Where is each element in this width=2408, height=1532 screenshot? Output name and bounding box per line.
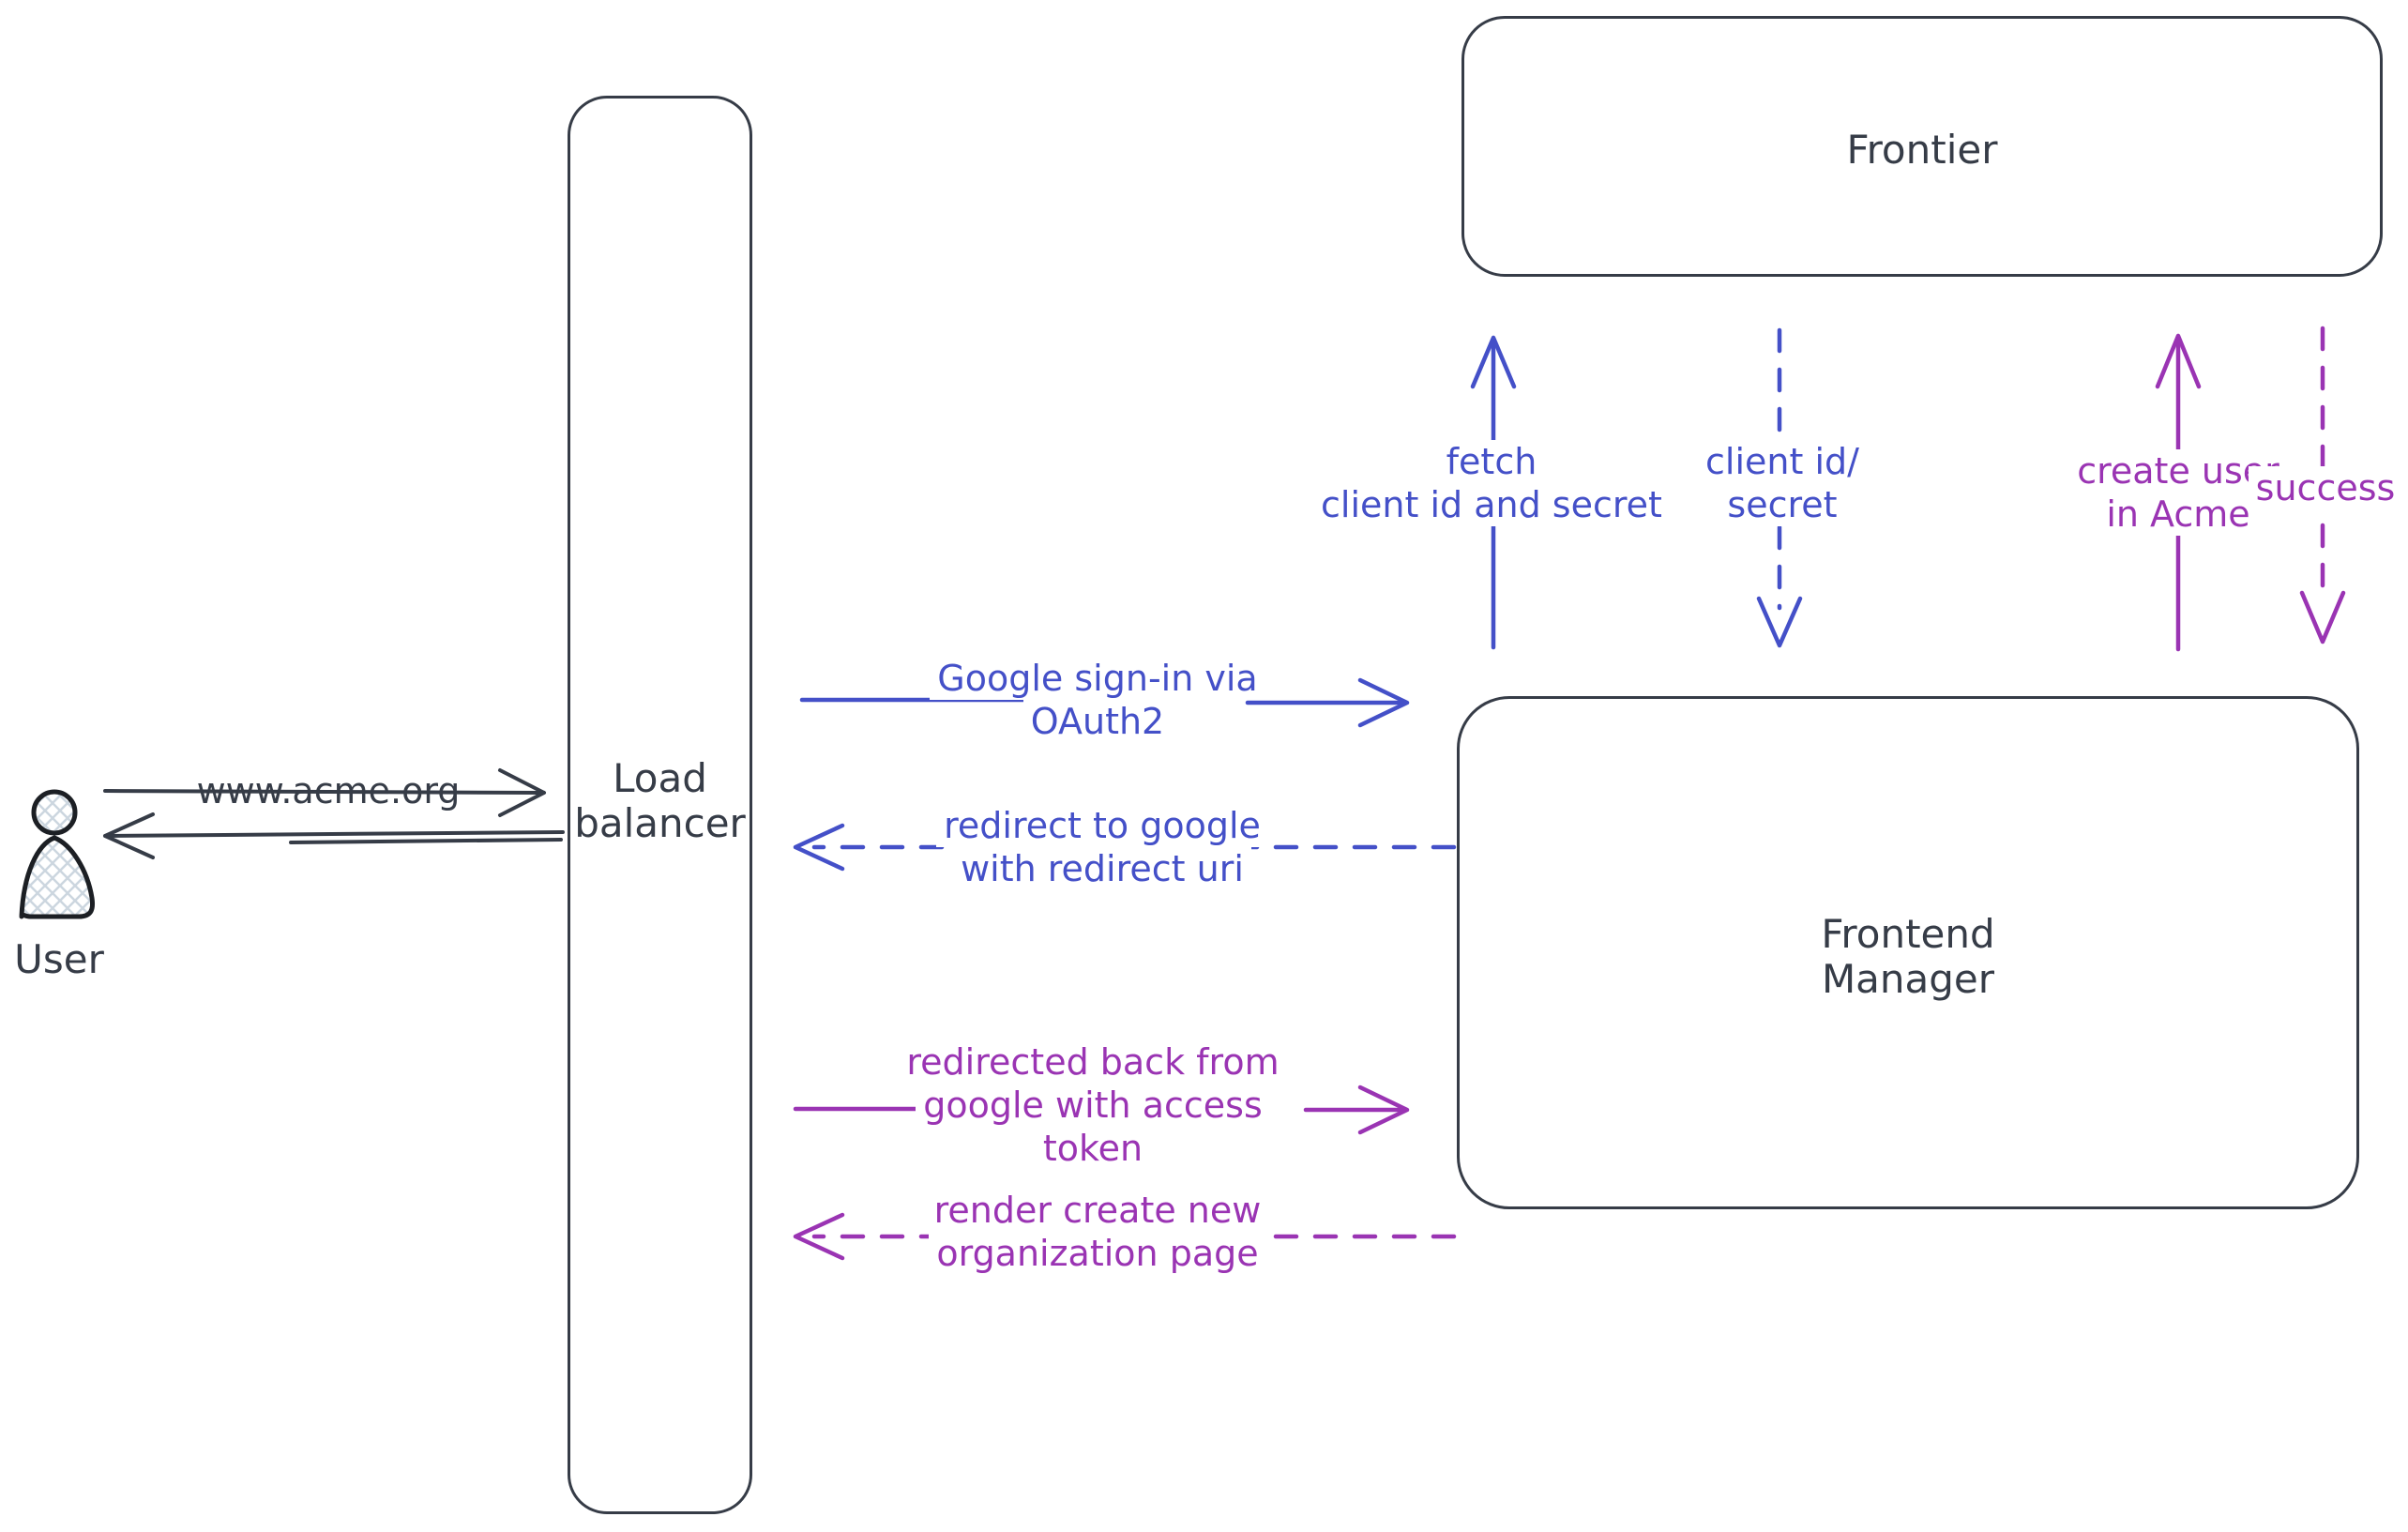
frontier-node xyxy=(1461,16,2383,277)
edge-label-www-acme: www.acme.org xyxy=(196,770,461,812)
frontend-manager-node xyxy=(1457,696,2359,1209)
edge-label-success: success xyxy=(2248,466,2403,509)
edge-label-google-signin: Google sign-in via OAuth2 xyxy=(896,657,1299,743)
edge-label-client-id-secret: client id/ secret xyxy=(1677,440,1887,526)
arrow-www-acme xyxy=(103,768,546,817)
load-balancer-node xyxy=(568,96,752,1514)
frontend-manager-label: Frontend Manager xyxy=(1821,911,1995,1002)
frontier-label: Frontier xyxy=(1846,127,1998,173)
load-balancer-label: Load balancer xyxy=(574,755,746,846)
edge-label-create-user: create user in Acme xyxy=(2050,449,2307,536)
edge-label-redirected-back: redirected back from google with access … xyxy=(877,1040,1309,1170)
arrow-redirected-back xyxy=(793,1085,1410,1135)
edge-label-fetch-client: fetch client id and secret xyxy=(1295,440,1689,526)
edge-label-render-org-page: render create new organization page xyxy=(891,1189,1304,1275)
user-icon xyxy=(19,789,96,919)
arrow-return-to-user xyxy=(103,812,565,859)
user-label: User xyxy=(14,936,104,982)
arrow-success xyxy=(2299,326,2346,645)
edge-label-redirect-google: redirect to google with redirect uri xyxy=(896,804,1309,890)
